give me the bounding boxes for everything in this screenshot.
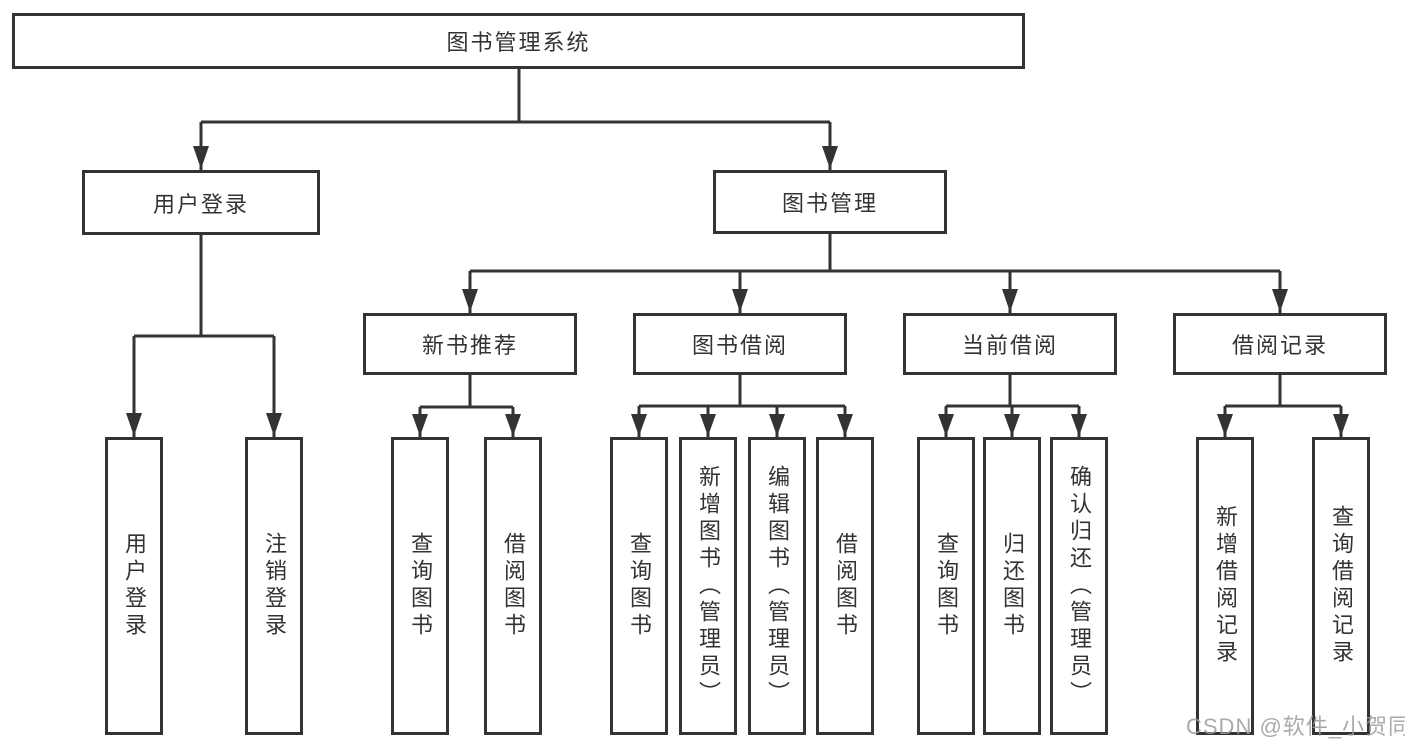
node-book-borrow: 图书借阅: [633, 313, 847, 375]
leaf-records-query-record: 查询借阅记录: [1312, 437, 1370, 735]
leaf-borrow-query-books: 查询图书: [610, 437, 668, 735]
leaf-borrow-add-books-admin: 新增图书（管理员）: [679, 437, 737, 735]
leaf-newrec-query-books: 查询图书: [391, 437, 449, 735]
leaf-current-query-books: 查询图书: [917, 437, 975, 735]
leaf-newrec-borrow-books: 借阅图书: [484, 437, 542, 735]
leaf-current-return-books: 归还图书: [983, 437, 1041, 735]
node-new-book-recommend: 新书推荐: [363, 313, 577, 375]
leaf-borrow-borrow-books: 借阅图书: [816, 437, 874, 735]
node-current-borrow: 当前借阅: [903, 313, 1117, 375]
node-library-management-system: 图书管理系统: [12, 13, 1025, 69]
node-borrow-records: 借阅记录: [1173, 313, 1387, 375]
leaf-current-confirm-return-admin: 确认归还（管理员）: [1050, 437, 1108, 735]
node-user-login: 用户登录: [82, 170, 320, 235]
leaf-records-add-record: 新增借阅记录: [1196, 437, 1254, 735]
leaf-logout: 注销登录: [245, 437, 303, 735]
leaf-user-login: 用户登录: [105, 437, 163, 735]
node-book-management: 图书管理: [713, 170, 947, 234]
csdn-watermark: CSDN @软件_小贺同学: [1186, 714, 1405, 739]
leaf-borrow-edit-books-admin: 编辑图书（管理员）: [748, 437, 806, 735]
